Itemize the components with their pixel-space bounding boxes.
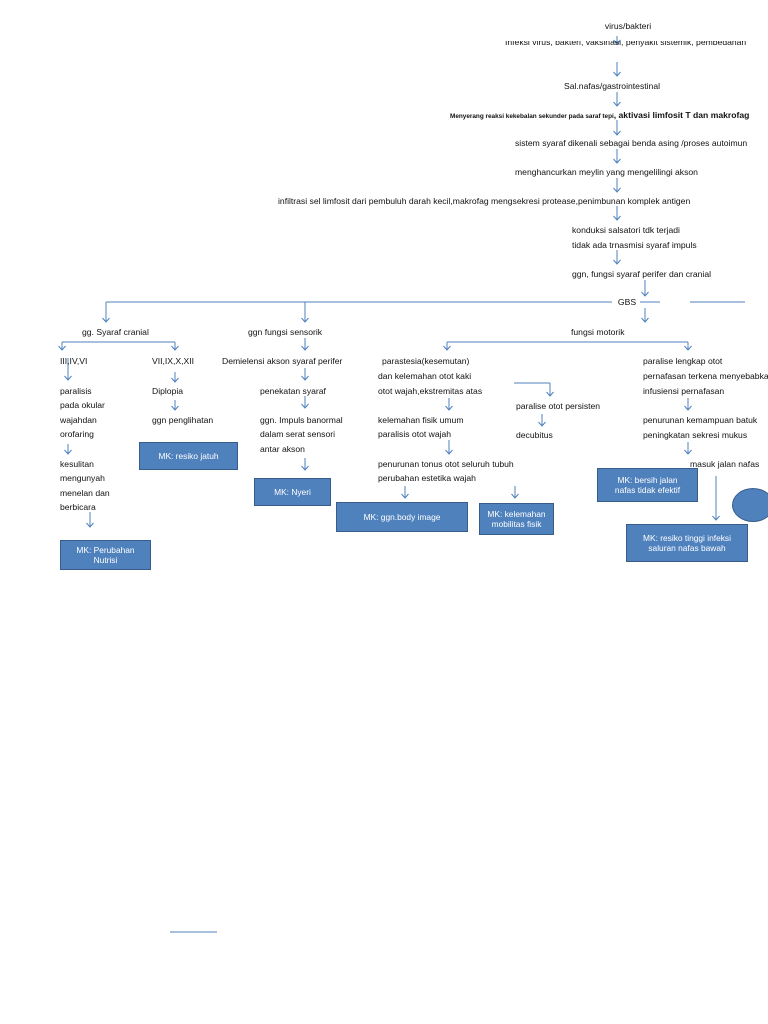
node-paralise-persisten: paralise otot persisten bbox=[516, 401, 601, 411]
node-meylin: menghancurkan meylin yang mengelilingi a… bbox=[515, 167, 698, 177]
node-sekresi-mukus: peningkatan sekresi mukus bbox=[643, 430, 748, 440]
diagnosis-jalan-nafas: MK: bersih jalan nafas tidak efektif bbox=[597, 468, 698, 502]
arrowhead bbox=[684, 405, 692, 411]
node-orofaring: orofaring bbox=[60, 429, 94, 439]
node-parastesia-2: dan kelemahan otot kaki bbox=[378, 371, 472, 381]
arrowhead bbox=[613, 71, 621, 77]
arrowhead bbox=[171, 345, 179, 351]
arrowhead bbox=[301, 317, 309, 323]
node-konduksi-2: tidak ada trnasmisi syaraf impuls bbox=[572, 240, 697, 250]
node-penurunan-tonus: penurunan tonus otot seluruh tubuh bbox=[378, 459, 514, 469]
node-ggn-penglihatan: ggn penglihatan bbox=[152, 415, 214, 425]
node-sensorik-title: ggn fungsi sensorik bbox=[248, 327, 323, 337]
node-paralisis-wajah: paralisis otot wajah bbox=[378, 429, 452, 439]
node-demielensi: Demielensi akson syaraf perifer bbox=[222, 356, 343, 366]
node-paralise-lengkap-2: pernafasan terkena menyebabkan bbox=[643, 371, 768, 381]
node-impuls-1: ggn. Impuls banormal bbox=[260, 415, 343, 425]
node-mengunyah: mengunyah bbox=[60, 473, 105, 483]
node-virus: virus/bakteri bbox=[604, 21, 652, 31]
node-cranial-group-left: III,IV,VI bbox=[60, 356, 88, 366]
arrowhead bbox=[301, 465, 309, 471]
arrowhead bbox=[641, 291, 649, 297]
arrowhead bbox=[58, 345, 66, 351]
arrowhead bbox=[511, 493, 519, 499]
node-impuls-2: dalam serat sensori bbox=[260, 429, 335, 439]
arrowhead bbox=[613, 130, 621, 136]
node-menyerang: Menyerang reaksi kekebalan sekunder pada… bbox=[450, 110, 749, 122]
arrowhead bbox=[538, 421, 546, 427]
arrowhead bbox=[613, 187, 621, 193]
diagnosis-nyeri: MK: Nyeri bbox=[254, 478, 331, 506]
node-gbs: GBS bbox=[617, 297, 637, 307]
arrowhead bbox=[171, 377, 179, 383]
node-konduksi-1: konduksi salsatori tdk terjadi bbox=[572, 225, 680, 235]
arrowhead bbox=[171, 405, 179, 411]
node-cranial-group-right: VII,IX,X,XII bbox=[152, 356, 195, 366]
diagnosis-mobilitas-fisik: MK: kelemahan mobilitas fisik bbox=[479, 503, 554, 535]
node-penekatan: penekatan syaraf bbox=[260, 386, 326, 396]
node-menyerang-small: Menyerang reaksi kekebalan sekunder pada… bbox=[450, 113, 614, 120]
node-menelan: menelan dan bbox=[60, 488, 110, 498]
diagnosis-perubahan-nutrisi: MK: Perubahan Nutrisi bbox=[60, 540, 151, 570]
node-kesulitan: kesulitan bbox=[60, 459, 94, 469]
arrowhead bbox=[445, 405, 453, 411]
arrowhead bbox=[401, 493, 409, 499]
arrowhead bbox=[443, 345, 451, 351]
arrowhead bbox=[712, 515, 720, 521]
node-parastesia-1: parastesia(kesemutan) bbox=[382, 356, 470, 366]
node-parastesia-3: otot wajah,ekstremitas atas bbox=[378, 386, 483, 396]
arrowhead bbox=[102, 317, 110, 323]
node-kelemahan-fisik: kelemahan fisik umum bbox=[378, 415, 464, 425]
diagnosis-oval-cut-off bbox=[732, 488, 768, 522]
node-ggn-fungsi: ggn, fungsi syaraf perifer dan cranial bbox=[572, 269, 712, 279]
node-paralise-lengkap-3: infusiensi pernafasan bbox=[643, 386, 725, 396]
diagnosis-resiko-infeksi: MK: resiko tinggi infeksi saluran nafas … bbox=[626, 524, 748, 562]
node-infiltrasi: infiltrasi sel limfosit dari pembuluh da… bbox=[278, 196, 691, 206]
arrowhead bbox=[301, 345, 309, 351]
node-okular: pada okular bbox=[60, 400, 105, 410]
node-decubitus: decubitus bbox=[516, 430, 553, 440]
arrowhead bbox=[613, 158, 621, 164]
arrowhead bbox=[641, 317, 649, 323]
arrowhead bbox=[445, 449, 453, 455]
arrowhead bbox=[64, 375, 72, 381]
node-cranial-title: gg. Syaraf cranial bbox=[82, 327, 149, 337]
arrowhead bbox=[613, 39, 621, 45]
node-paralisis: paralisis bbox=[60, 386, 92, 396]
node-wajahdan: wajahdan bbox=[60, 415, 97, 425]
diagnosis-resiko-jatuh: MK: resiko jatuh bbox=[139, 442, 238, 470]
arrowhead bbox=[613, 215, 621, 221]
node-berbicara: berbicara bbox=[60, 502, 96, 512]
arrowhead bbox=[546, 391, 554, 397]
node-sistem-syaraf: sistem syaraf dikenali sebagai benda asi… bbox=[515, 138, 748, 148]
node-paralise-lengkap-1: paralise lengkap otot bbox=[643, 356, 723, 366]
arrowhead bbox=[64, 449, 72, 455]
node-infeksi-clipped: Infeksi virus, bakteri, vaksinasi, penya… bbox=[505, 41, 747, 47]
node-diplopia: Diplopia bbox=[152, 386, 184, 396]
arrowhead bbox=[301, 375, 309, 381]
diagnosis-body-image: MK: ggn.body image bbox=[336, 502, 468, 532]
arrowhead bbox=[613, 259, 621, 265]
node-kemampuan-batuk: penurunan kemampuan batuk bbox=[643, 415, 758, 425]
node-motorik-title: fungsi motorik bbox=[571, 327, 625, 337]
arrowhead bbox=[684, 345, 692, 351]
node-menyerang-bold: , aktivasi limfosit T dan makrofag bbox=[613, 110, 750, 120]
arrowhead bbox=[684, 449, 692, 455]
node-perubahan-estetika: perubahan estetika wajah bbox=[378, 473, 476, 483]
node-impuls-3: antar akson bbox=[260, 444, 305, 454]
node-sal-nafas: Sal.nafas/gastrointestinal bbox=[563, 81, 661, 91]
arrowhead bbox=[301, 403, 309, 409]
node-masuk-jalan-nafas: masuk jalan nafas bbox=[690, 459, 760, 469]
arrowhead bbox=[86, 522, 94, 528]
arrowhead bbox=[613, 101, 621, 107]
